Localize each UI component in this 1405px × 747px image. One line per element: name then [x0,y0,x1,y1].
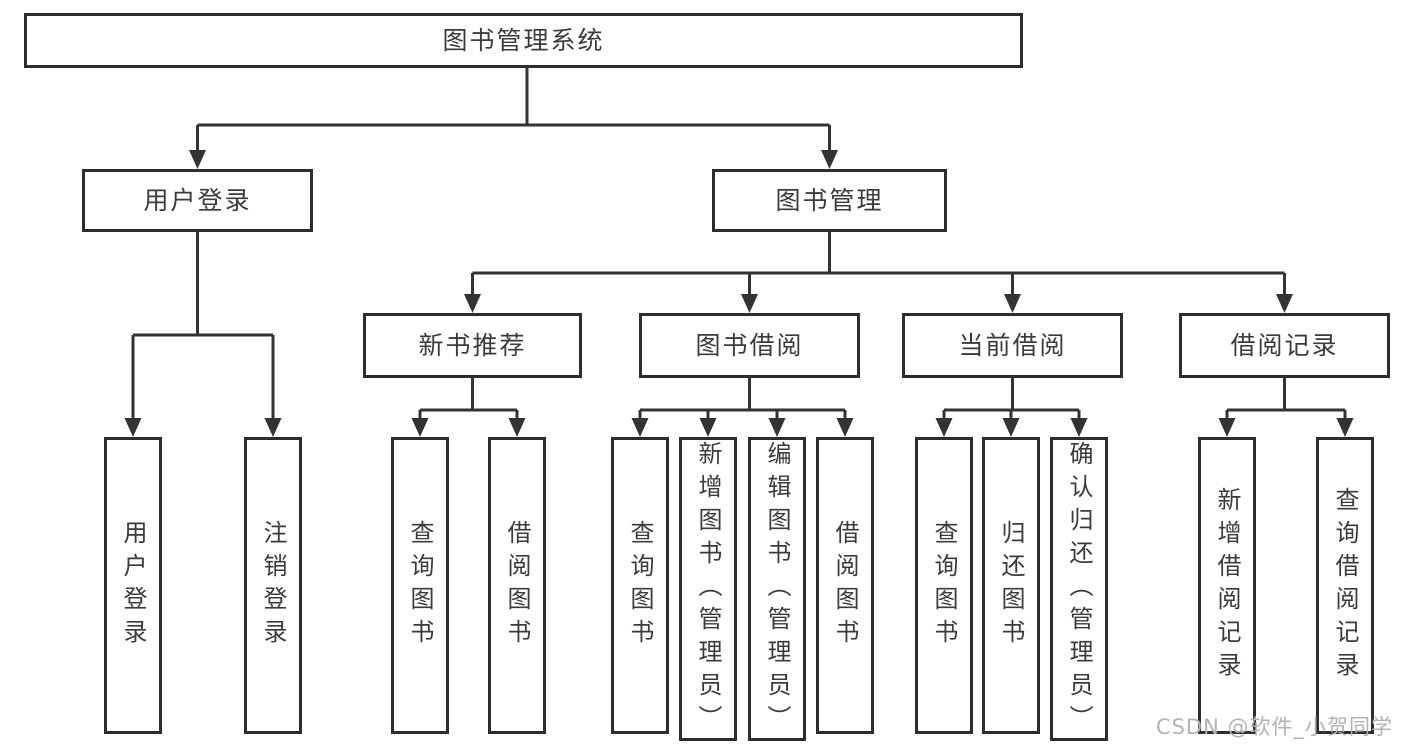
leaf-query-borrow-record-label: 查询借阅记录 [1331,486,1359,685]
leaf-recommend-borrow-books: 借阅图书 [488,437,546,734]
leaf-query-borrow-record: 查询借阅记录 [1316,437,1374,734]
leaf-recommend-query-books: 查询图书 [391,437,449,734]
leaf-confirm-return-admin-label: 确认归还（管理员） [1065,440,1093,738]
arrow-down-icon [768,418,786,437]
leaf-add-books-admin: 新增图书（管理员） [679,437,737,741]
leaf-borrowing-borrow-books: 借阅图书 [816,437,874,734]
arrowheads [124,150,1354,437]
leaf-return-books-label: 归还图书 [997,519,1025,652]
node-user-login-label: 用户登录 [143,186,252,215]
arrow-down-icon [1218,418,1236,437]
arrow-down-icon [836,418,854,437]
node-book-management-label: 图书管理 [775,186,884,215]
arrow-down-icon [124,418,142,437]
node-book-management: 图书管理 [712,169,947,232]
arrow-down-icon [464,294,481,313]
arrow-down-icon [741,294,758,313]
leaf-add-books-admin-label: 新增图书（管理员） [694,440,722,738]
leaf-current-query-books: 查询图书 [915,437,973,734]
node-book-borrowing: 图书借阅 [639,313,860,378]
arrow-down-icon [821,150,838,169]
leaf-user-login: 用户登录 [104,437,162,734]
node-library-system: 图书管理系统 [24,13,1023,68]
leaf-logout-label: 注销登录 [259,519,287,652]
watermark: CSDN @软件_小贺同学 [1155,715,1393,739]
leaf-current-query-books-label: 查询图书 [930,519,958,652]
leaf-borrowing-query-books-label: 查询图书 [626,519,654,652]
arrow-down-icon [508,418,526,437]
arrow-down-icon [1004,294,1021,313]
leaf-borrowing-query-books: 查询图书 [611,437,669,734]
leaf-edit-books-admin: 编辑图书（管理员） [748,437,806,741]
node-new-book-recommendation-label: 新书推荐 [418,331,527,360]
leaf-return-books: 归还图书 [982,437,1040,734]
node-borrowing-records: 借阅记录 [1179,313,1390,378]
leaf-user-login-label: 用户登录 [119,519,147,652]
leaf-recommend-borrow-books-label: 借阅图书 [503,519,531,652]
arrow-down-icon [1070,418,1088,437]
arrow-down-icon [1276,294,1293,313]
leaf-confirm-return-admin: 确认归还（管理员） [1050,437,1108,741]
arrow-down-icon [411,418,429,437]
arrow-down-icon [1336,418,1354,437]
arrow-down-icon [699,418,717,437]
leaf-add-borrow-record-label: 新增借阅记录 [1213,486,1241,685]
arrow-down-icon [935,418,953,437]
node-user-login: 用户登录 [82,169,313,232]
node-library-system-label: 图书管理系统 [442,26,605,55]
leaf-edit-books-admin-label: 编辑图书（管理员） [763,440,791,738]
node-current-borrowing: 当前借阅 [902,313,1123,378]
node-current-borrowing-label: 当前借阅 [958,331,1067,360]
leaf-recommend-query-books-label: 查询图书 [406,519,434,652]
node-new-book-recommendation: 新书推荐 [363,313,582,378]
node-book-borrowing-label: 图书借阅 [695,331,804,360]
leaf-borrowing-borrow-books-label: 借阅图书 [831,519,859,652]
leaf-logout: 注销登录 [244,437,302,734]
connector-path [131,68,1347,423]
arrow-down-icon [631,418,649,437]
node-borrowing-records-label: 借阅记录 [1230,331,1339,360]
arrow-down-icon [1002,418,1020,437]
leaf-add-borrow-record: 新增借阅记录 [1198,437,1256,734]
arrow-down-icon [264,418,282,437]
arrow-down-icon [189,150,206,169]
